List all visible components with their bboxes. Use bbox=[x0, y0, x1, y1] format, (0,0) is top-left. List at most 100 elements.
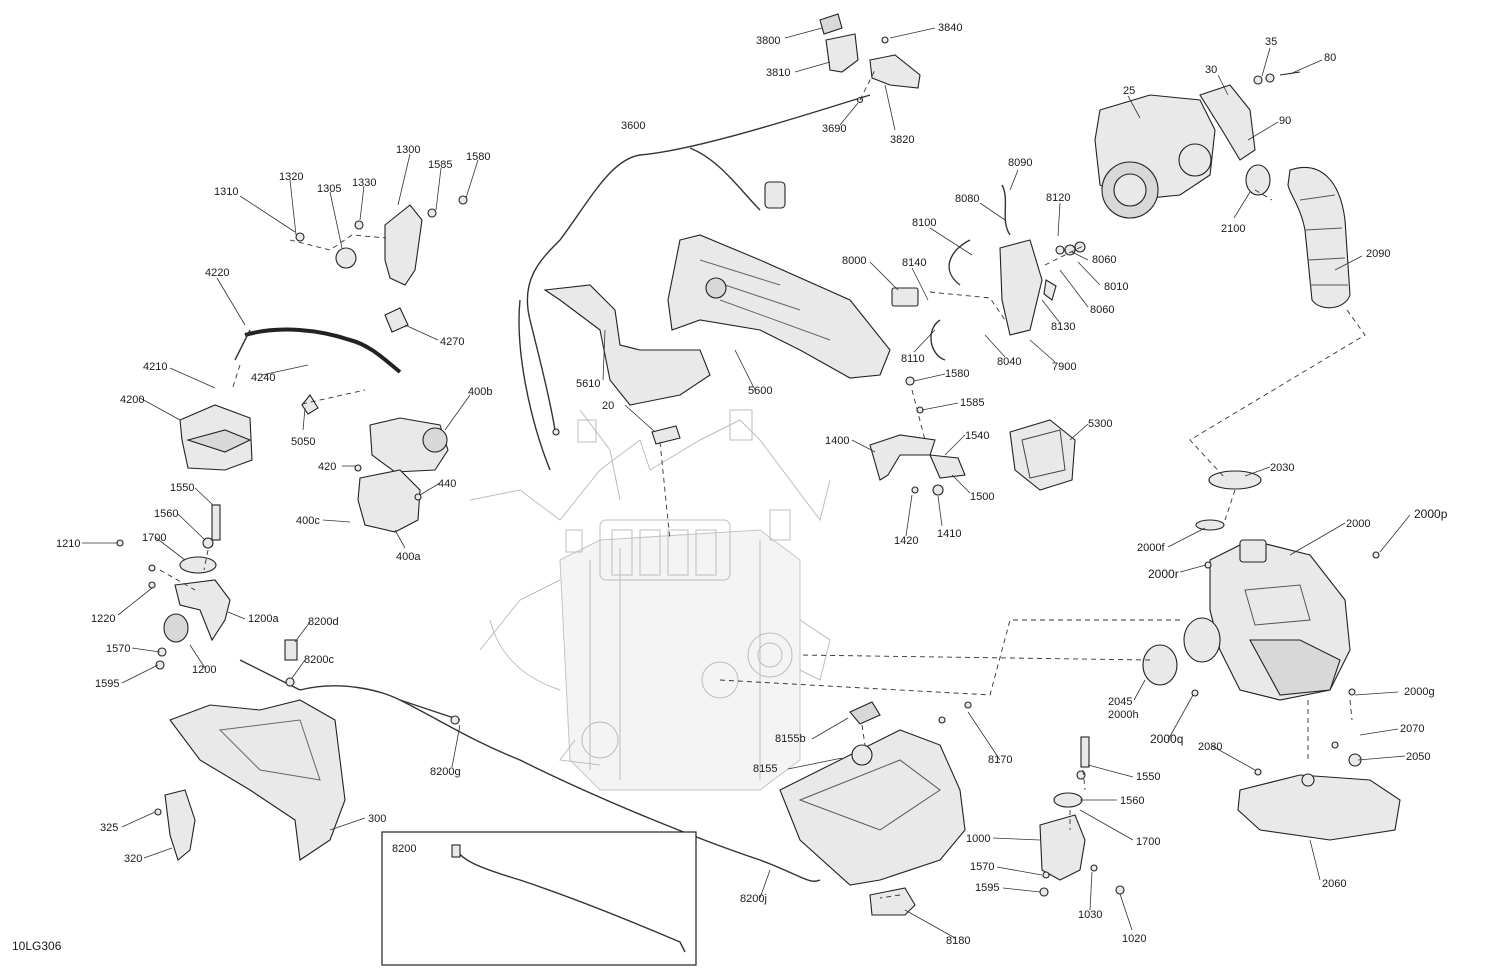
callout-4240: 4240 bbox=[251, 372, 275, 384]
callout-8060b: 8060 bbox=[1090, 304, 1114, 316]
callout-4270: 4270 bbox=[440, 336, 464, 348]
callout-1030: 1030 bbox=[1078, 909, 1102, 921]
callout-3690: 3690 bbox=[822, 123, 846, 135]
sleeve-20 bbox=[651, 425, 681, 445]
callout-1200: 1200 bbox=[192, 664, 216, 676]
part-8000-group bbox=[891, 184, 1086, 361]
callout-400a: 400a bbox=[396, 551, 421, 563]
callout-1300: 1300 bbox=[396, 144, 420, 156]
bracket-5610 bbox=[543, 284, 711, 406]
callout-1570b: 1570 bbox=[970, 861, 994, 873]
callout-8110: 8110 bbox=[901, 353, 925, 365]
callout-1500: 1500 bbox=[970, 491, 994, 503]
callout-8200j: 8200j bbox=[740, 893, 767, 905]
callout-1585a: 1585 bbox=[428, 159, 452, 171]
callout-1020: 1020 bbox=[1122, 933, 1146, 945]
callout-325: 325 bbox=[100, 822, 118, 834]
callout-320: 320 bbox=[124, 853, 142, 865]
callout-1570a: 1570 bbox=[106, 643, 130, 655]
callout-4220: 4220 bbox=[205, 267, 229, 279]
callout-2000g: 2000g bbox=[1404, 686, 1435, 698]
callout-1550a: 1550 bbox=[170, 482, 194, 494]
callout-5050: 5050 bbox=[291, 436, 315, 448]
callout-8090: 8090 bbox=[1008, 157, 1032, 169]
callout-2070: 2070 bbox=[1400, 723, 1424, 735]
diagram-code: 10LG306 bbox=[12, 939, 62, 953]
tray-2060 bbox=[1237, 741, 1401, 841]
callout-1560a: 1560 bbox=[154, 508, 178, 520]
callout-20: 20 bbox=[602, 400, 614, 412]
inset-label: 8200 bbox=[392, 843, 416, 855]
cover-5300 bbox=[1009, 419, 1076, 491]
callout-1560b: 1560 bbox=[1120, 795, 1144, 807]
callout-8170: 8170 bbox=[988, 754, 1012, 766]
callout-2030: 2030 bbox=[1270, 462, 1294, 474]
callout-2000r: 2000r bbox=[1148, 567, 1179, 581]
callout-1420: 1420 bbox=[894, 535, 918, 547]
shield-300 bbox=[154, 699, 346, 861]
callout-2000h: 2000h bbox=[1108, 709, 1139, 721]
callout-7900: 7900 bbox=[1052, 361, 1076, 373]
callout-1400: 1400 bbox=[825, 435, 849, 447]
callout-1330: 1330 bbox=[352, 177, 376, 189]
callout-5600: 5600 bbox=[748, 385, 772, 397]
callout-8200d: 8200d bbox=[308, 616, 339, 628]
callout-8120: 8120 bbox=[1046, 192, 1070, 204]
callout-1200a: 1200a bbox=[248, 613, 279, 625]
intake-hose-2090 bbox=[1287, 166, 1351, 309]
callout-2100: 2100 bbox=[1221, 223, 1245, 235]
callout-400c: 400c bbox=[296, 515, 320, 527]
callout-8100: 8100 bbox=[912, 217, 936, 229]
callout-3810: 3810 bbox=[766, 67, 790, 79]
callout-2000: 2000 bbox=[1346, 518, 1370, 530]
throttle-body-400 bbox=[354, 417, 449, 533]
callout-1580b: 1580 bbox=[945, 368, 969, 380]
callout-1220: 1220 bbox=[91, 613, 115, 625]
callout-2060: 2060 bbox=[1322, 878, 1346, 890]
module-4200 bbox=[179, 404, 253, 471]
callout-4210: 4210 bbox=[143, 361, 167, 373]
part-3800-group bbox=[819, 13, 921, 104]
tank-8155 bbox=[779, 701, 972, 916]
callout-8080: 8080 bbox=[955, 193, 979, 205]
callout-2000f: 2000f bbox=[1137, 542, 1165, 554]
callout-3840: 3840 bbox=[938, 22, 962, 34]
inset-8200: 8200 bbox=[381, 831, 697, 966]
callout-labels: 3800 3840 3810 3690 3820 3600 35 80 30 2… bbox=[12, 22, 1448, 953]
callout-3600: 3600 bbox=[621, 120, 645, 132]
turbo-assembly bbox=[1094, 71, 1301, 219]
callout-5610: 5610 bbox=[576, 378, 600, 390]
callout-80: 80 bbox=[1324, 52, 1336, 64]
callout-300: 300 bbox=[368, 813, 386, 825]
callout-2000q: 2000q bbox=[1150, 732, 1183, 746]
callout-25: 25 bbox=[1123, 85, 1135, 97]
leader-lines bbox=[82, 27, 1411, 939]
sensor-8200 bbox=[239, 639, 301, 691]
callout-2045: 2045 bbox=[1108, 696, 1132, 708]
callout-2000p: 2000p bbox=[1414, 507, 1448, 521]
callout-2080: 2080 bbox=[1198, 741, 1222, 753]
heat-shield-5600 bbox=[667, 234, 891, 379]
cable-3600 bbox=[518, 94, 871, 471]
engine-ghost bbox=[469, 409, 831, 791]
callout-1595b: 1595 bbox=[975, 882, 999, 894]
callout-8155b: 8155b bbox=[775, 733, 806, 745]
part-1400-group bbox=[869, 376, 966, 496]
callout-8180: 8180 bbox=[946, 935, 970, 947]
callout-8200c: 8200c bbox=[304, 654, 334, 666]
part-1300-group bbox=[295, 195, 468, 286]
callout-440: 440 bbox=[438, 478, 456, 490]
callout-3800: 3800 bbox=[756, 35, 780, 47]
callout-1310: 1310 bbox=[214, 186, 238, 198]
mount-1200 bbox=[116, 504, 231, 670]
callout-8040: 8040 bbox=[997, 356, 1021, 368]
callout-90: 90 bbox=[1279, 115, 1291, 127]
callout-8060a: 8060 bbox=[1092, 254, 1116, 266]
callout-8200g: 8200g bbox=[430, 766, 461, 778]
callout-8010: 8010 bbox=[1104, 281, 1128, 293]
callout-420: 420 bbox=[318, 461, 336, 473]
callout-1320: 1320 bbox=[279, 171, 303, 183]
callout-1700b: 1700 bbox=[1136, 836, 1160, 848]
